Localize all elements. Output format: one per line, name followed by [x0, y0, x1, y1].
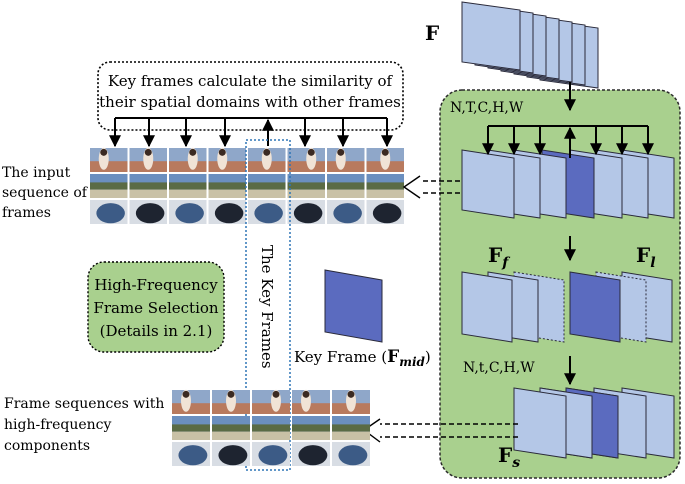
split-feature-stack — [461, 271, 673, 343]
video-thumbnail — [248, 174, 286, 198]
video-thumbnail — [252, 442, 290, 466]
video-thumbnail — [287, 147, 325, 172]
hf-line3: (Details in 2.1) — [100, 322, 213, 340]
label-fs: Fs — [498, 443, 520, 471]
video-thumbnail — [252, 416, 290, 440]
video-thumbnail — [292, 389, 330, 414]
hf-line1: High-Frequency — [94, 276, 218, 294]
feature-frame — [461, 149, 515, 219]
video-thumbnail — [366, 174, 404, 198]
video-thumbnail — [366, 200, 404, 224]
video-thumbnail — [208, 200, 246, 224]
similarity-note-line2: their spatial domains with other frames — [99, 93, 401, 111]
video-thumbnail — [169, 147, 207, 172]
input-label-line2: sequence of — [2, 185, 89, 201]
label-dims-lower: N,t,C,H,W — [463, 360, 535, 376]
hf-line2: Frame Selection — [93, 299, 218, 317]
key-frames-box — [245, 139, 291, 471]
input-feature-stack — [461, 1, 599, 89]
key-frames-vertical-label: The Key Frames — [258, 245, 276, 369]
input-video-strip — [90, 147, 404, 224]
label-dims-upper: N,T,C,H,W — [450, 100, 524, 116]
key-frame — [569, 271, 621, 343]
full-feature-stack — [461, 125, 675, 219]
input-label-line3: frames — [2, 205, 51, 221]
dashed-arrow-to-input — [402, 175, 460, 199]
output-feature-stack — [513, 387, 675, 459]
video-thumbnail — [212, 389, 250, 414]
output-video-strip — [172, 389, 370, 466]
video-thumbnail — [208, 174, 246, 198]
video-thumbnail — [129, 147, 167, 172]
video-thumbnail — [172, 416, 210, 440]
similarity-note-box — [97, 61, 404, 131]
video-thumbnail — [169, 174, 207, 198]
first-frame — [461, 271, 513, 343]
video-thumbnail — [327, 147, 365, 172]
video-thumbnail — [90, 174, 128, 198]
label-ff: Ff — [488, 243, 511, 271]
label-top-feature: F — [425, 21, 439, 45]
video-thumbnail — [129, 200, 167, 224]
video-thumbnail — [212, 442, 250, 466]
video-thumbnail — [292, 442, 330, 466]
video-thumbnail — [287, 174, 325, 198]
video-thumbnail — [212, 416, 250, 440]
similarity-note-line1: Key frames calculate the similarity of — [108, 72, 394, 90]
hf-selection-box — [87, 261, 225, 353]
output-frame — [513, 387, 567, 459]
video-thumbnail — [169, 200, 207, 224]
key-frame-swatch — [324, 269, 383, 343]
video-thumbnail — [248, 200, 286, 224]
video-thumbnail — [90, 200, 128, 224]
input-label-line1: The input — [2, 165, 71, 181]
video-thumbnail — [332, 442, 370, 466]
video-thumbnail — [332, 416, 370, 440]
video-thumbnail — [327, 200, 365, 224]
mid-stack-arrows — [482, 125, 654, 158]
video-thumbnail — [172, 442, 210, 466]
output-label-line3: components — [4, 438, 90, 454]
video-thumbnail — [332, 389, 370, 414]
video-thumbnail — [248, 147, 286, 172]
video-thumbnail — [252, 389, 290, 414]
video-thumbnail — [287, 200, 325, 224]
video-thumbnail — [129, 174, 167, 198]
output-label-line2: high-frequency — [4, 417, 111, 433]
feature-frame — [461, 1, 521, 71]
key-frame-legend: Key Frame (Fmid) — [294, 347, 431, 369]
video-thumbnail — [172, 389, 210, 414]
output-label-line1: Frame sequences with — [4, 396, 164, 412]
video-thumbnail — [208, 147, 246, 172]
video-thumbnail — [366, 147, 404, 172]
video-thumbnail — [292, 416, 330, 440]
similarity-arrows — [109, 117, 393, 148]
video-thumbnail — [327, 174, 365, 198]
video-thumbnail — [90, 147, 128, 172]
label-fl: Fl — [636, 243, 656, 271]
